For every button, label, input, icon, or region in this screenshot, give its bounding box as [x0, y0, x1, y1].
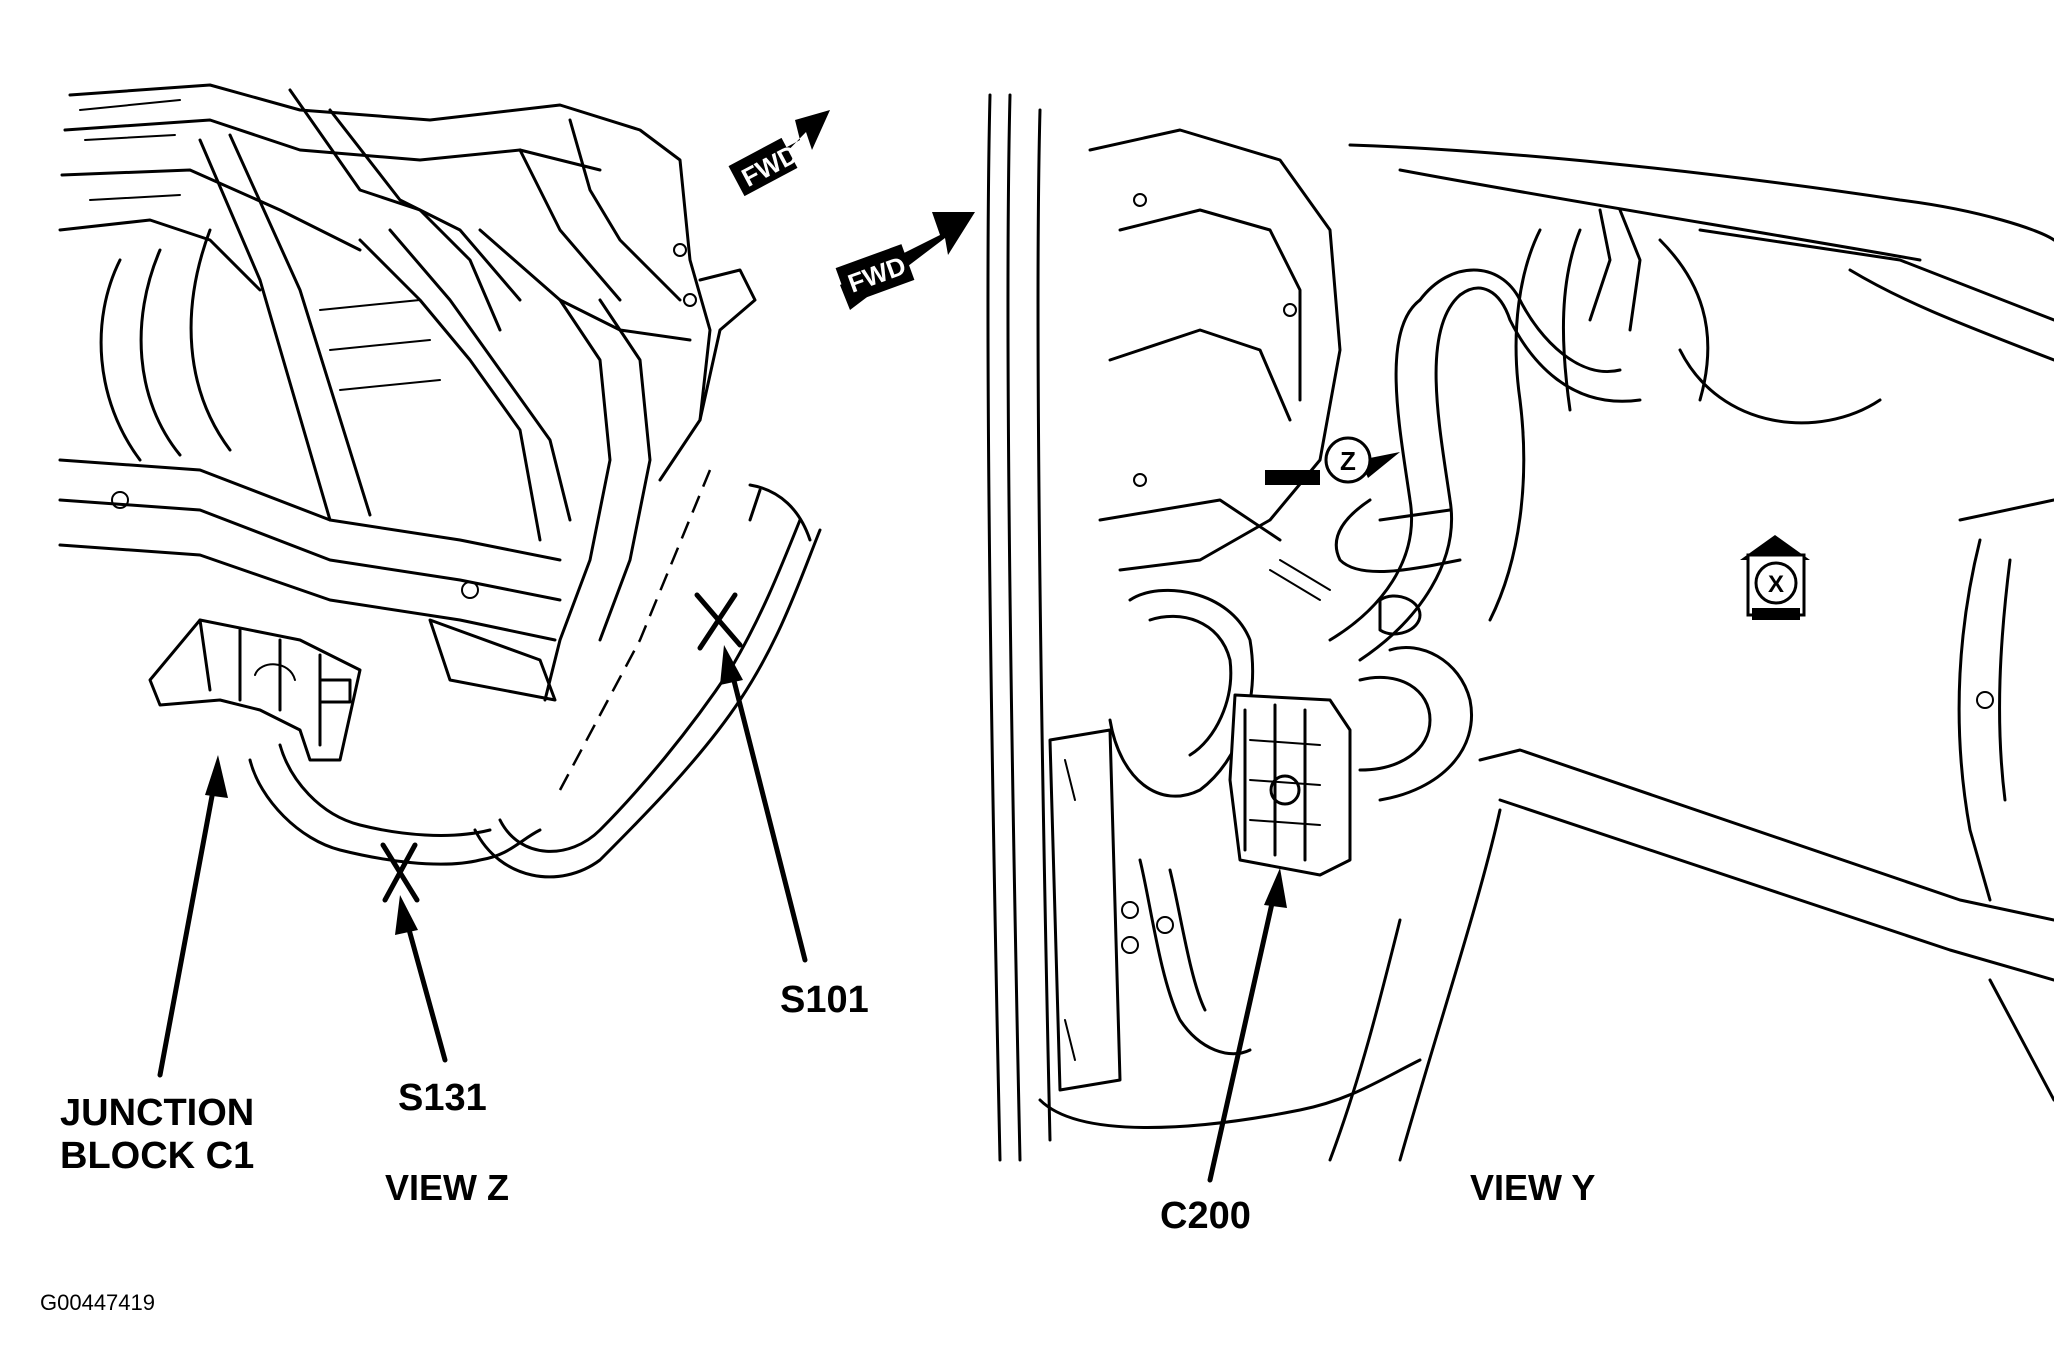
leader-s131 — [395, 895, 448, 1063]
s101-label: S101 — [780, 979, 869, 1021]
view-z-illustration: FWD — [58, 83, 830, 1078]
c200-connector — [1228, 693, 1352, 877]
fwd-arrow-right: FWD — [835, 212, 975, 310]
junction-block-label-line2: BLOCK C1 — [60, 1135, 254, 1177]
junction-block-c1-connector — [148, 618, 362, 762]
s101-splice-mark — [694, 592, 743, 651]
s131-label: S131 — [398, 1077, 487, 1119]
s131-splice-mark — [380, 842, 420, 903]
view-marker-z-letter: Z — [1340, 446, 1356, 476]
leader-c200 — [1207, 868, 1287, 1183]
leader-s101 — [720, 645, 808, 963]
view-marker-z: Z — [1265, 436, 1400, 485]
view-y-illustration: Z X FWD — [835, 93, 2054, 1183]
c200-label: C200 — [1160, 1195, 1251, 1237]
figure-id: G00447419 — [40, 1290, 155, 1315]
fwd-arrow-left: FWD — [728, 110, 830, 197]
junction-block-label-line1: JUNCTION — [60, 1092, 254, 1134]
view-z-label: VIEW Z — [385, 1167, 509, 1208]
view-marker-x-letter: X — [1768, 571, 1784, 598]
leader-junction-block — [157, 755, 228, 1078]
view-y-label: VIEW Y — [1470, 1167, 1595, 1208]
view-marker-x: X — [1740, 535, 1810, 620]
